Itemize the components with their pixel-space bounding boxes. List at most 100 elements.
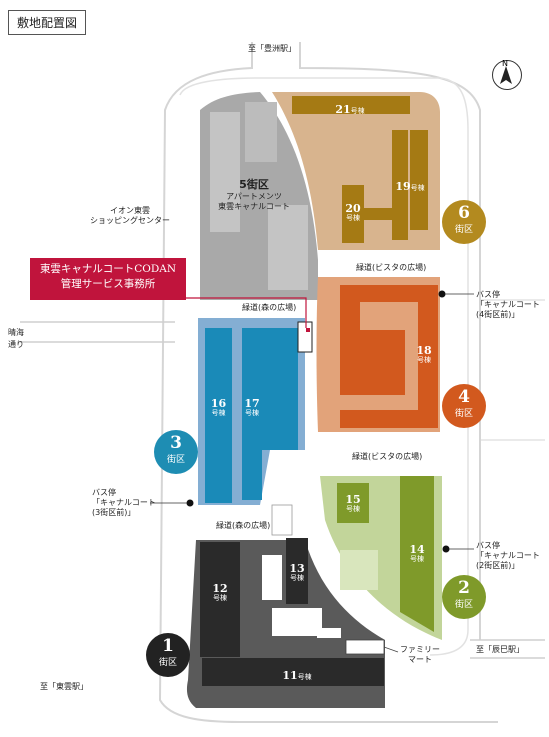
building-11-suffix: 号棟 [297, 673, 312, 681]
bus-stop-4-line3: (4街区前)」 [476, 310, 520, 319]
family-mart-leader [383, 646, 399, 653]
building-21-label: 21号棟 [330, 99, 370, 117]
building-19-label: 19号棟 [390, 176, 430, 194]
building-17-num: 17 [244, 397, 260, 410]
district-6-label: 街区 [454, 225, 473, 235]
family-mart-label: ファミリー マート [400, 645, 440, 665]
building-13-num: 13 [289, 562, 305, 575]
district-4-label: 街区 [454, 409, 473, 419]
office-marker [306, 328, 310, 332]
greenway-bridge [271, 504, 293, 536]
building-11 [202, 658, 384, 686]
district-1-label: 街区 [158, 658, 177, 668]
greenway-label: 緑道(森の広場) [242, 303, 297, 312]
district-5-sub1: アパートメンツ [226, 191, 282, 201]
bus-stop-2-line3: (2街区前)」 [476, 561, 520, 570]
building-17 [242, 328, 298, 500]
district-2-badge: 2 街区 [442, 575, 486, 619]
bus-stop-2-line2: 「キャナルコート [476, 551, 540, 560]
district-3-badge: 3 街区 [154, 430, 198, 474]
office-box [297, 321, 313, 353]
building-11-num: 11 [282, 669, 298, 682]
bus-stop-2-label: バス停 「キャナルコート (2街区前)」 [476, 541, 540, 571]
district-1-plaza [262, 555, 282, 600]
office-label-line2: 管理サービス事務所 [60, 278, 156, 291]
building-15-num: 15 [345, 493, 361, 506]
district-5-block [245, 102, 277, 162]
building-19-suffix: 号棟 [410, 184, 425, 192]
district-2-plaza [340, 550, 378, 590]
road-label-harumi-2: 通り [8, 340, 24, 349]
district-4-num: 4 [458, 387, 470, 407]
bus-stop-4-line1: バス停 [476, 290, 500, 299]
district-3-num: 3 [170, 433, 182, 453]
district-5-block [268, 205, 308, 290]
district-2-label: 街区 [454, 600, 473, 610]
district-5-sub2: 東雲キャナルコート [218, 201, 290, 211]
road-outline-outer-right [299, 42, 481, 640]
bus-stop-3-label: バス停 「キャナルコート (3街区前)」 [92, 488, 156, 518]
road-label-shinonome: 至「東雲駅」 [40, 682, 88, 691]
office-label: 東雲キャナルコートCODAN 管理サービス事務所 [30, 258, 186, 300]
building-19 [392, 130, 408, 240]
road-label-harumi-1: 晴海 [8, 328, 24, 337]
greenway-label: 緑道(森の広場) [216, 521, 271, 530]
greenway-label: 緑道(ビスタの広場) [356, 263, 427, 272]
building-13-suffix: 号棟 [290, 574, 304, 583]
building-18-suffix: 号棟 [417, 356, 431, 365]
building-14-suffix: 号棟 [410, 555, 424, 564]
district-3-label: 街区 [166, 455, 185, 465]
road-outline-outer [158, 42, 498, 723]
building-16-suffix: 号棟 [211, 409, 226, 418]
building-21-num: 21 [335, 103, 351, 116]
bus-stop-4-marker [438, 290, 446, 298]
building-20 [342, 185, 364, 243]
road-outline-inner [179, 77, 469, 656]
road-label-toyosu: 至「豊洲駅」 [248, 44, 296, 53]
aeon-label-line2: ショッピングセンター [90, 216, 170, 225]
building-14-num: 14 [409, 543, 425, 556]
building-18-num: 18 [416, 344, 432, 357]
family-mart-line2: マート [408, 655, 432, 664]
district-1-num: 1 [162, 636, 174, 656]
building-12-suffix: 号棟 [213, 594, 227, 603]
district-5-label: 5街区 アパートメンツ 東雲キャナルコート [214, 178, 294, 212]
compass-label: N [502, 59, 508, 68]
district-1-plaza [317, 628, 341, 638]
building-16 [205, 328, 232, 503]
building-19-num: 19 [395, 180, 411, 193]
building-20-num: 20 [345, 202, 361, 215]
aeon-label: イオン東雲 ショッピングセンター [70, 206, 190, 226]
building-18 [340, 285, 438, 428]
compass: N [492, 59, 522, 90]
district-4-badge: 4 街区 [442, 384, 486, 428]
bus-stop-4-line2: 「キャナルコート [476, 300, 540, 309]
building-19-wing [410, 130, 428, 230]
building-12-num: 12 [212, 582, 228, 595]
building-15-suffix: 号棟 [346, 505, 360, 514]
family-mart-line1: ファミリー [400, 645, 440, 654]
district-6-badge: 6 街区 [442, 200, 486, 244]
road-label-tatsumi: 至「辰巳駅」 [476, 645, 524, 654]
bus-stop-3-line1: バス停 [92, 488, 116, 497]
building-20-link [364, 208, 392, 220]
office-label-line1: 東雲キャナルコートCODAN [39, 263, 177, 275]
building-13 [286, 538, 308, 604]
building-11-label: 11号棟 [262, 665, 332, 683]
district-1-badge: 1 街区 [146, 633, 190, 677]
map-title-tag: 敷地配置図 [8, 10, 87, 35]
district-2-num: 2 [458, 578, 470, 598]
building-14 [400, 476, 434, 632]
building-15 [337, 483, 369, 523]
building-12 [200, 542, 240, 657]
building-16-num: 16 [210, 397, 227, 410]
district-6-num: 6 [458, 203, 470, 223]
